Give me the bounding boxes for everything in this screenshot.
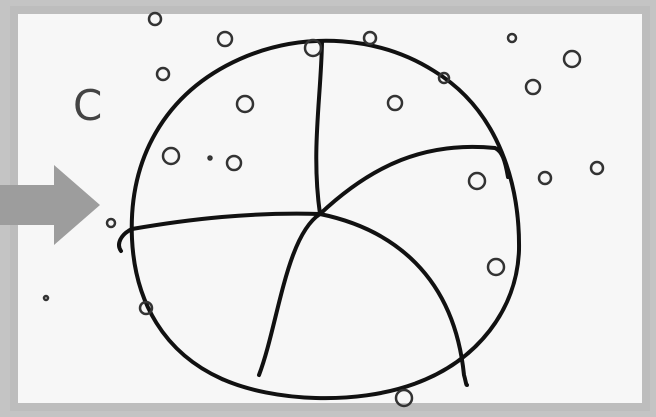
left-divider	[119, 214, 320, 251]
left-letter-label: C	[73, 81, 102, 130]
upper-divider	[316, 42, 322, 214]
right-upper-divider	[320, 147, 508, 214]
right-lower-divider	[320, 214, 467, 385]
right-arrow-icon	[0, 165, 100, 245]
lower-divider	[259, 214, 320, 375]
